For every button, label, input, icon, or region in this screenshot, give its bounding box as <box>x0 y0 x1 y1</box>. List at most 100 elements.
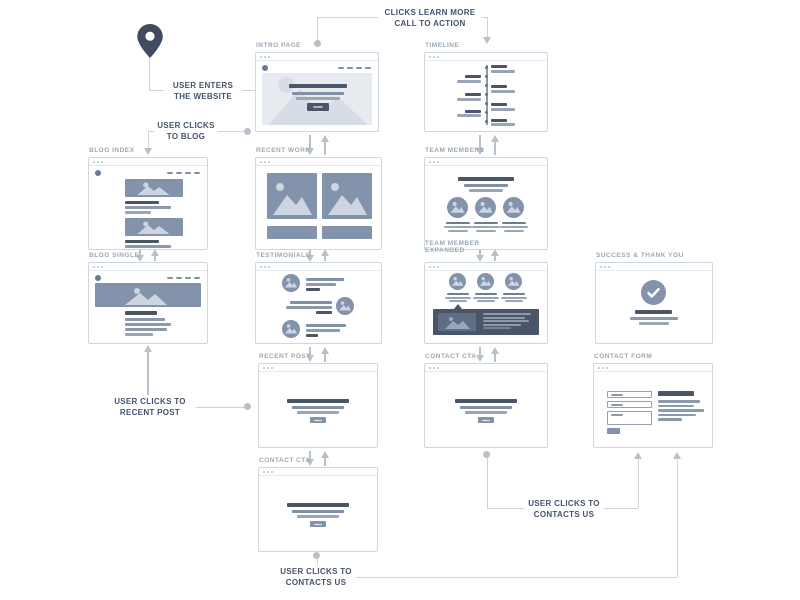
browser-chrome <box>256 53 378 61</box>
timeline-node <box>485 66 488 69</box>
connector-line <box>324 458 326 466</box>
member-name-placeholder <box>446 222 470 224</box>
text-placeholder <box>658 413 696 416</box>
timeline-node <box>485 102 488 105</box>
headline-placeholder <box>287 399 349 403</box>
timeline-node <box>485 120 488 123</box>
arrow-up-icon <box>144 345 152 352</box>
flow-label-line: CONTACTS US <box>285 578 347 587</box>
text-placeholder <box>448 230 468 232</box>
quote-text-placeholder <box>306 329 340 332</box>
wireframe-title: EXPANDED <box>425 247 465 254</box>
text-placeholder <box>292 510 344 513</box>
text-placeholder <box>483 320 529 322</box>
browser-frame <box>595 262 713 344</box>
browser-frame <box>255 157 382 250</box>
arrow-up-icon <box>491 249 499 256</box>
connector-dot <box>313 552 320 559</box>
text-placeholder <box>444 226 472 228</box>
mountain-image-icon <box>322 173 372 219</box>
browser-frame <box>258 363 378 448</box>
connector-dot <box>483 451 490 458</box>
mountain-image-icon <box>267 173 317 219</box>
timeline-entry-title <box>491 65 507 68</box>
browser-frame <box>258 467 378 552</box>
browser-chrome <box>425 158 547 166</box>
nav-link-placeholder <box>185 277 191 279</box>
flow-label-line: CALL TO ACTION <box>394 19 466 28</box>
check-circle-icon <box>641 280 666 305</box>
flow-label-clicks-learn-more: CLICKS LEARN MORE CALL TO ACTION <box>378 6 482 30</box>
connector-line <box>479 249 481 255</box>
text-placeholder <box>658 409 704 412</box>
nav-link-placeholder <box>194 172 200 174</box>
headline-placeholder <box>458 177 514 181</box>
arrow-up-icon <box>321 451 329 458</box>
browser-frame <box>593 363 713 448</box>
button-label-placeholder <box>314 419 322 421</box>
text-placeholder <box>464 184 508 187</box>
avatar-mountain-icon <box>336 297 354 315</box>
browser-frame <box>424 52 548 132</box>
text-placeholder <box>658 404 694 407</box>
timeline-entry-title <box>465 75 481 78</box>
flow-label-line: THE WEBSITE <box>174 92 232 101</box>
timeline-entry-title <box>465 93 481 96</box>
browser-frame <box>88 157 208 250</box>
browser-chrome <box>89 158 207 166</box>
flow-label-user-clicks-contacts-bottom: USER CLICKS TO CONTACTS US <box>276 565 356 589</box>
flow-label-line: RECENT POST <box>119 408 181 417</box>
connector-line <box>494 354 496 362</box>
arrow-up-icon <box>321 347 329 354</box>
flow-label-user-enters: USER ENTERS THE WEBSITE <box>164 79 242 103</box>
wireframe-title: RECENT WORK <box>256 147 311 154</box>
logo-placeholder <box>95 170 101 176</box>
browser-frame <box>424 157 548 250</box>
quote-text-placeholder <box>286 306 332 309</box>
browser-chrome <box>256 158 381 166</box>
browser-frame <box>424 363 548 448</box>
wireframe-title: TIMELINE <box>425 42 460 49</box>
nav-link-placeholder <box>356 67 362 69</box>
flow-label-line: USER CLICKS TO <box>114 397 186 406</box>
connector-line <box>309 347 311 355</box>
connector-line <box>494 255 496 261</box>
timeline-node <box>485 93 488 96</box>
text-placeholder <box>445 296 471 299</box>
nav-link-placeholder <box>176 277 182 279</box>
text-placeholder <box>297 411 339 414</box>
text-placeholder <box>292 92 344 95</box>
avatar-mountain-icon <box>282 320 300 338</box>
arrow-down-icon <box>136 255 144 262</box>
arrow-up-icon <box>673 452 681 459</box>
image-placeholder <box>322 226 372 239</box>
wireframe-title: BLOG INDEX <box>89 147 135 154</box>
connector-line <box>487 17 488 37</box>
input-label-placeholder <box>611 414 623 416</box>
timeline-entry-text <box>457 114 481 117</box>
avatar-mountain-icon <box>503 197 524 218</box>
avatar-mountain-icon <box>449 273 466 290</box>
arrow-down-icon <box>144 148 152 155</box>
timeline-entry-title <box>491 119 507 122</box>
text-placeholder <box>477 300 495 302</box>
quote-text-placeholder <box>306 278 344 281</box>
avatar-mountain-icon <box>282 274 300 292</box>
form-input-placeholder <box>607 391 652 398</box>
text-placeholder <box>501 296 527 299</box>
headline-placeholder <box>287 503 349 507</box>
wireframe-title: CONTACT FORM <box>594 353 653 360</box>
flow-label-line: TO BLOG <box>166 132 206 141</box>
timeline-entry-title <box>465 110 481 113</box>
text-placeholder <box>658 400 700 403</box>
button-label-placeholder <box>314 523 322 525</box>
browser-frame <box>255 52 379 132</box>
arrow-down-icon <box>306 148 314 155</box>
flow-label-line: CONTACTS US <box>533 510 595 519</box>
wireframe-title: TEAM MEMBER <box>425 240 480 247</box>
text-placeholder <box>296 97 340 100</box>
connector-line <box>324 354 326 362</box>
connector-line <box>150 407 245 408</box>
headline-placeholder <box>635 310 672 314</box>
text-placeholder <box>473 296 499 299</box>
